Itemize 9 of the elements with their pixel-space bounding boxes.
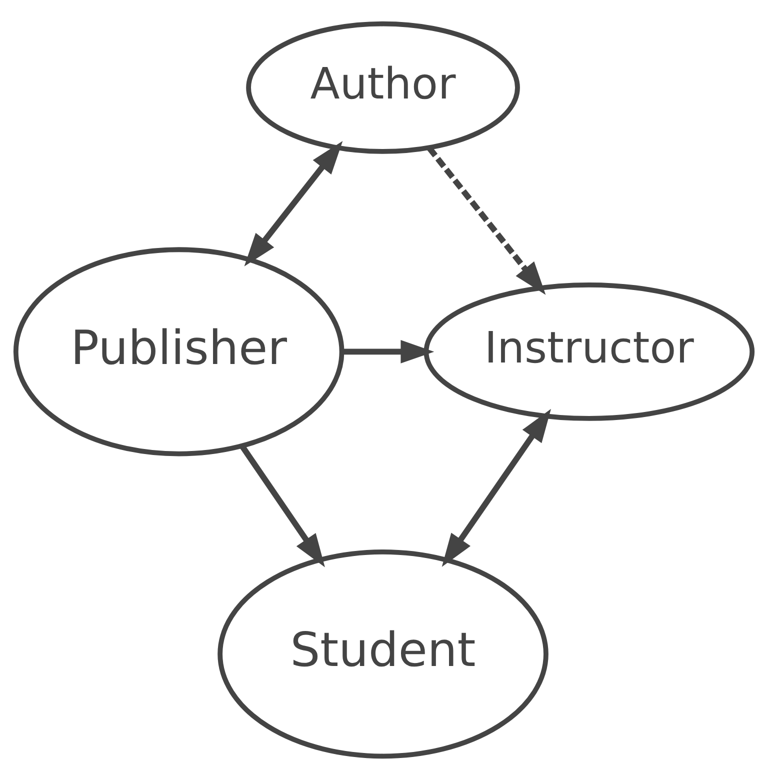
node-ellipse: Student [218,550,548,759]
arrow [342,340,434,364]
arrow [442,408,552,567]
arrow [426,146,546,295]
node-ellipse: Instructor [424,282,755,421]
arrow [240,444,325,568]
node-ellipse: Publisher [13,247,344,456]
node-ellipse: Author [246,21,520,154]
arrow [244,141,343,266]
